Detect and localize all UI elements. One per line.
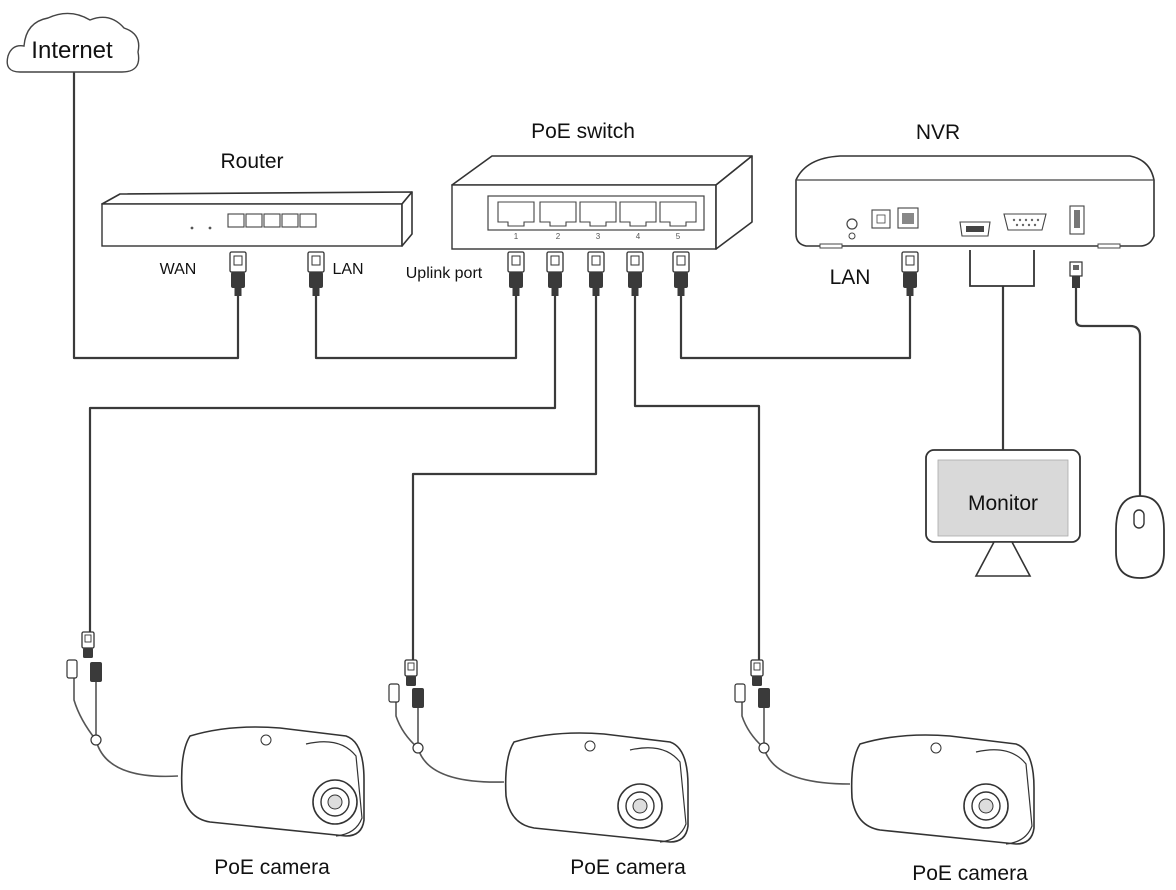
bullet-camera-icon — [504, 732, 689, 843]
poe-switch-label: PoE switch — [531, 120, 635, 143]
rj45-plug-icon — [901, 251, 919, 297]
camera-1-cable — [88, 296, 557, 632]
poe-camera-3: PoE camera — [734, 659, 1035, 885]
monitor-icon — [925, 449, 1081, 577]
router-wan-plug — [229, 251, 247, 297]
bullet-camera-icon — [850, 734, 1035, 845]
nvr-label: NVR — [916, 121, 960, 144]
rj45-plug-icon — [750, 659, 764, 687]
usb-plug-icon — [1069, 261, 1083, 288]
nvr-lan-plug — [901, 251, 919, 297]
rj45-plug-icon — [546, 251, 564, 297]
router-label: Router — [220, 150, 283, 173]
router-lan-plug — [307, 251, 325, 297]
mouse-icon — [1115, 495, 1165, 579]
poe-camera-1: PoE camera — [66, 631, 365, 879]
router-icon — [101, 191, 413, 247]
switch-port-number: 1 — [514, 232, 519, 241]
switch-port-number: 5 — [676, 232, 681, 241]
monitor-screen — [937, 459, 1069, 537]
hdmi-vga-connector — [969, 250, 1035, 287]
internet-wan-cable — [72, 72, 240, 360]
switch-port-number: 4 — [636, 232, 641, 241]
nvr: NVR — [795, 121, 1155, 297]
rj45-plug-icon — [81, 631, 95, 659]
poe-switch: PoE switch 1 2 3 4 5 Uplink — [406, 120, 753, 297]
internet-cloud: Internet — [6, 12, 140, 73]
bullet-camera-icon — [180, 726, 365, 837]
switch-port-number: 2 — [556, 232, 561, 241]
internet-label: Internet — [31, 37, 113, 64]
rj45-plug-icon — [404, 659, 418, 687]
poe-camera-2: PoE camera — [388, 659, 689, 879]
nvr-icon — [795, 155, 1155, 249]
switch-plugs — [507, 251, 690, 297]
router: Router WAN — [101, 150, 413, 297]
switch-nvr-cable — [679, 296, 912, 360]
usb-cable — [1074, 288, 1142, 496]
monitor: Monitor — [925, 449, 1081, 577]
router-uplink-cable — [314, 296, 518, 360]
camera-2-cable — [411, 296, 598, 660]
rj45-plug-icon — [507, 251, 525, 297]
uplink-port-label: Uplink port — [406, 265, 483, 282]
nvr-lan-label: LAN — [830, 266, 871, 289]
wan-label: WAN — [160, 261, 197, 278]
cloud-icon — [6, 12, 140, 73]
camera-2-label: PoE camera — [570, 856, 686, 879]
rj45-plug-icon — [626, 251, 644, 297]
rj45-plug-icon — [587, 251, 605, 297]
switch-port-number: 3 — [596, 232, 601, 241]
cables — [72, 72, 1142, 660]
camera-3-label: PoE camera — [912, 862, 1028, 885]
camera-3-cable — [633, 296, 761, 660]
router-lan-label: LAN — [332, 261, 363, 278]
rj45-plug-icon — [672, 251, 690, 297]
camera-1-label: PoE camera — [214, 856, 330, 879]
monitor-label: Monitor — [968, 492, 1038, 515]
switch-icon: 1 2 3 4 5 — [451, 155, 753, 250]
